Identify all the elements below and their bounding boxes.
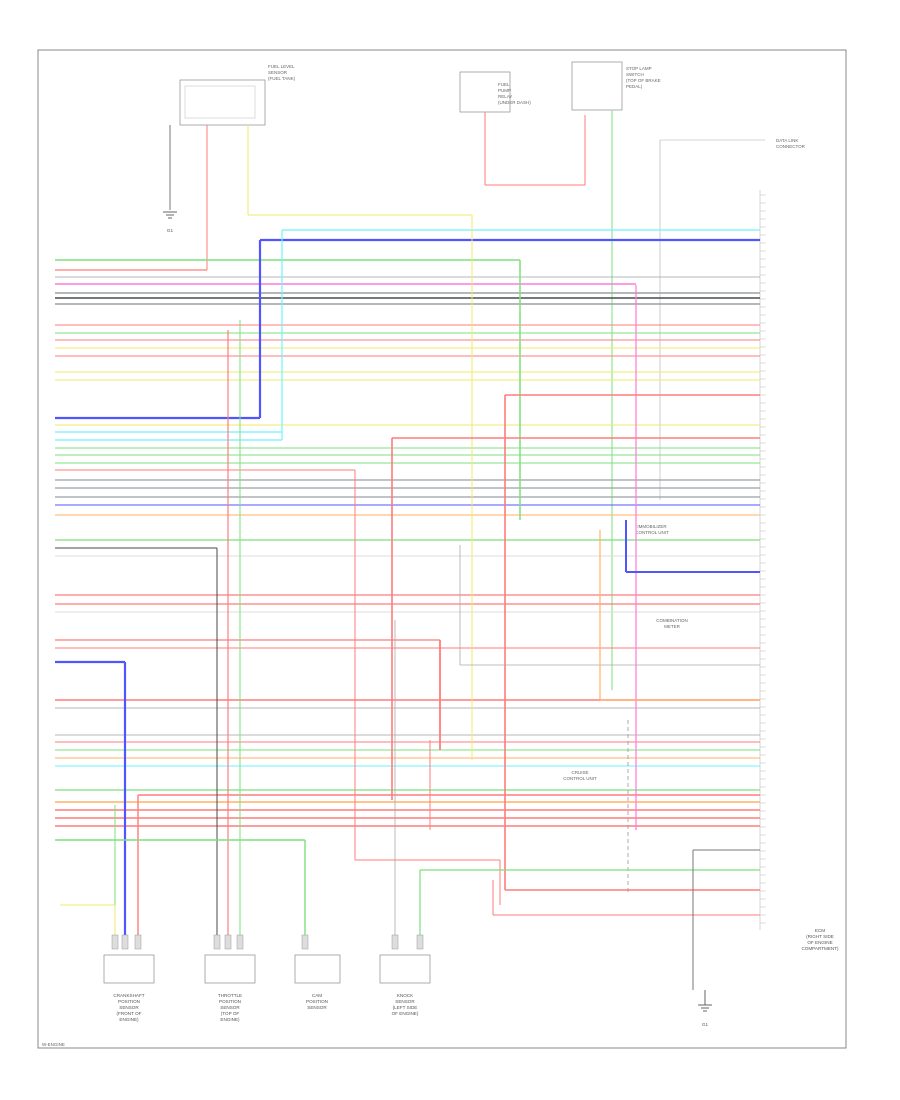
svg-text:(FRONT OF: (FRONT OF [117,1011,142,1016]
svg-text:CONTROL UNIT: CONTROL UNIT [635,530,669,535]
ecm-ground-symbol: G1 [698,1004,712,1027]
ecm-connector [659,139,766,930]
svg-text:(TOP OF BRAKE: (TOP OF BRAKE [626,78,661,83]
svg-text:RELAY: RELAY [498,94,512,99]
brake-switch-component: STOP LAMP SWITCH (TOP OF BRAKE PEDAL) [571,61,661,690]
svg-text:PUMP: PUMP [498,88,511,93]
fuel-pump-relay-component: FUEL PUMP RELAY (UNDER DASH) [459,71,586,186]
throttle-sensor-box [204,954,256,984]
crank-sensor-box [103,954,155,984]
svg-text:SENSOR: SENSOR [119,1005,139,1010]
svg-text:CAM: CAM [312,993,322,998]
fuel-level-sensor-box [179,79,266,126]
svg-text:POSITION: POSITION [118,999,140,1004]
svg-text:ENGINE): ENGINE) [220,1017,240,1022]
cam-sensor-component: CAM POSITION SENSOR [294,954,341,1010]
brake-switch-box [571,61,623,111]
svg-text:POSITION: POSITION [219,999,241,1004]
svg-text:METER: METER [664,624,681,629]
ecm-pin-labels [760,194,766,924]
cruise-control-note: CRUISE CONTROL UNIT [563,770,597,781]
svg-text:(TOP OF: (TOP OF [221,1011,240,1016]
wire-bus [55,259,760,827]
bottom-connector-stubs [111,934,424,950]
svg-text:SENSOR: SENSOR [268,70,288,75]
svg-text:(RIGHT SIDE: (RIGHT SIDE [806,934,834,939]
svg-text:SENSOR: SENSOR [220,1005,240,1010]
cam-sensor-box [294,954,341,984]
crank-sensor-component: CRANKSHAFT POSITION SENSOR (FRONT OF ENG… [103,954,155,1022]
svg-text:SENSOR: SENSOR [395,999,415,1004]
svg-text:PEDAL): PEDAL) [626,84,643,89]
svg-text:ENGINE): ENGINE) [119,1017,139,1022]
dlc-note: DATA LINK CONNECTOR [776,138,806,149]
svg-text:(LEFT SIDE: (LEFT SIDE [393,1005,418,1010]
fuel-level-sensor-component: FUEL LEVEL SENSOR (FUEL TANK) G1 [163,64,296,270]
knock-sensor-box [379,954,431,984]
svg-text:COMBINATION: COMBINATION [656,618,687,623]
svg-text:OF ENGINE: OF ENGINE [807,940,832,945]
svg-text:OF ENGINE): OF ENGINE) [392,1011,419,1016]
svg-text:CONNECTOR: CONNECTOR [776,144,806,149]
knock-sensor-component: KNOCK SENSOR (LEFT SIDE OF ENGINE) [379,954,431,1016]
immobilizer-note: IMMOBILIZER CONTROL UNIT [635,524,669,535]
svg-text:G1: G1 [702,1022,709,1027]
svg-text:CRANKSHAFT: CRANKSHAFT [113,993,144,998]
svg-text:(UNDER DASH): (UNDER DASH) [498,100,531,105]
svg-text:FUEL LEVEL: FUEL LEVEL [268,64,295,69]
svg-text:IMMOBILIZER: IMMOBILIZER [637,524,667,529]
frame-label: W-ENGINE [42,1042,65,1047]
svg-text:CONTROL UNIT: CONTROL UNIT [563,776,597,781]
svg-text:STOP LAMP: STOP LAMP [626,66,652,71]
diagram-frame [37,49,847,1049]
throttle-sensor-component: THROTTLE POSITION SENSOR (TOP OF ENGINE) [204,954,256,1022]
svg-text:G1: G1 [167,228,174,233]
svg-text:POSITION: POSITION [306,999,328,1004]
svg-text:SENSOR: SENSOR [307,1005,327,1010]
svg-text:KNOCK: KNOCK [397,993,414,998]
svg-text:SWITCH: SWITCH [626,72,644,77]
svg-text:COMPARTMENT): COMPARTMENT) [801,946,839,951]
svg-text:FUEL: FUEL [498,82,510,87]
svg-text:ECM: ECM [815,928,825,933]
svg-text:CRUISE: CRUISE [571,770,588,775]
svg-text:(FUEL TANK): (FUEL TANK) [268,76,296,81]
combination-meter-note: COMBINATION METER [656,618,687,629]
svg-text:THROTTLE: THROTTLE [218,993,242,998]
ground-symbol-fl [163,211,177,219]
ecm-title: ECM (RIGHT SIDE OF ENGINE COMPARTMENT) [801,928,839,951]
vertical-wires [55,214,760,1005]
svg-text:DATA LINK: DATA LINK [776,138,798,143]
